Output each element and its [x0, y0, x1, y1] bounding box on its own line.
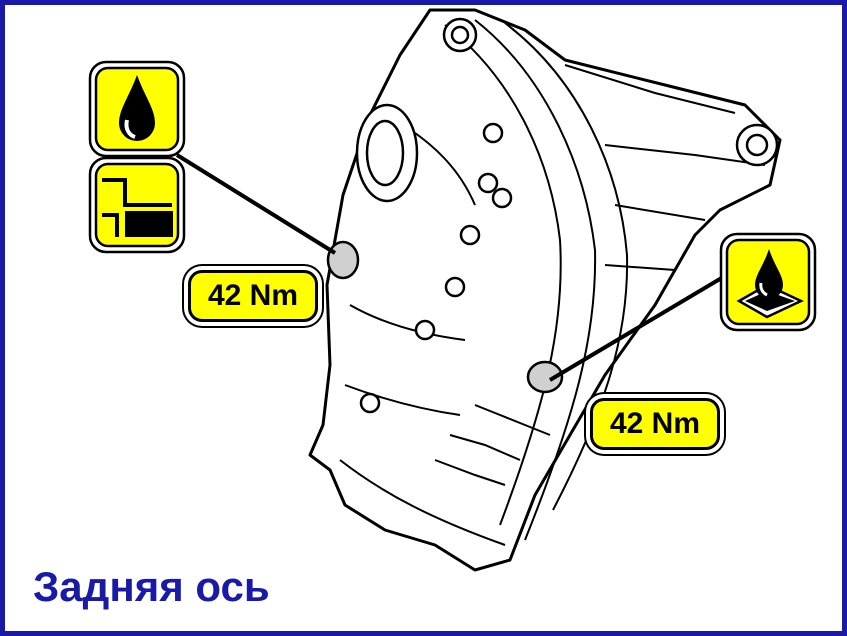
housing-bolts — [359, 122, 513, 414]
torque-label-drain-plug: 42 Nm — [590, 398, 720, 450]
torque-label-fill-plug: 42 Nm — [188, 270, 318, 322]
fill-plug-icon — [88, 156, 186, 254]
oil-drop-icon — [88, 60, 186, 158]
oil-drain-pan-icon — [719, 232, 817, 332]
drain-plug — [526, 360, 564, 394]
axle-flange — [355, 103, 419, 203]
caption-title: Задняя ось — [33, 563, 270, 610]
leader-lines — [175, 153, 732, 382]
axle-drawing — [88, 8, 817, 572]
fill-plug — [326, 240, 360, 280]
differential-housing — [308, 8, 782, 572]
mounting-lugs — [442, 17, 779, 167]
